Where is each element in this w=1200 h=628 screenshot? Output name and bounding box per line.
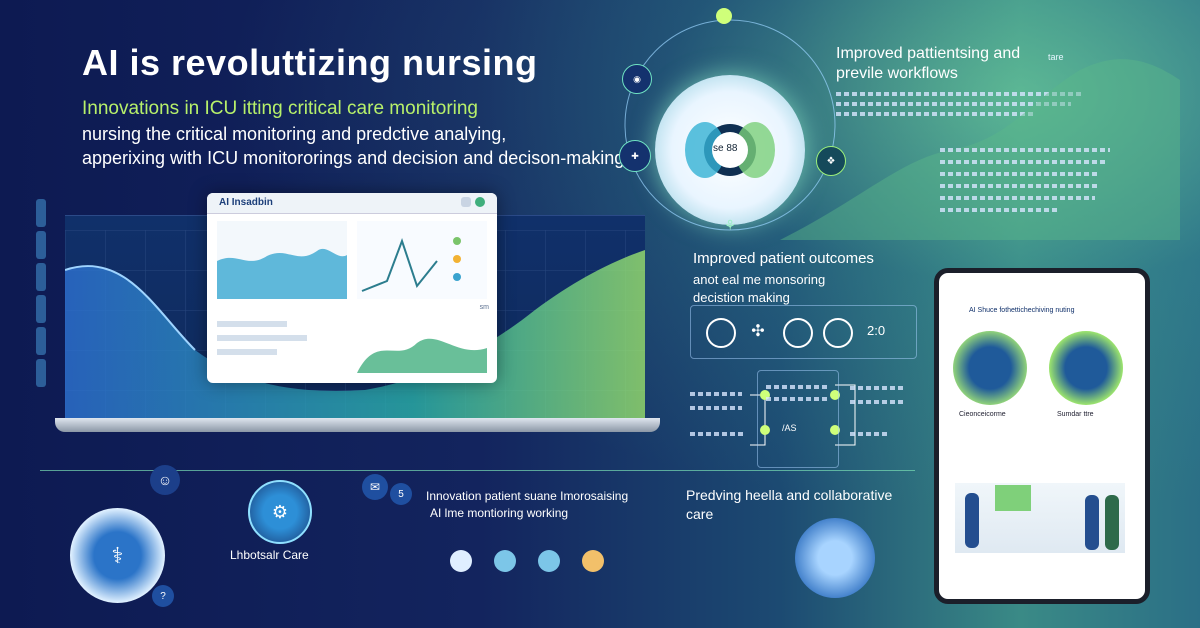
right-badge: tare xyxy=(1048,52,1064,62)
status-list xyxy=(217,313,347,373)
bottom-icon-row xyxy=(450,550,604,572)
outcome-icons-box: ✣ 2:0 xyxy=(690,305,917,359)
window-titlebar xyxy=(207,193,497,214)
care-label: Lhbotsalr Care xyxy=(230,548,309,562)
laptop-base xyxy=(55,418,660,432)
phone-card-right-label: Sumdar ttre xyxy=(1057,411,1094,418)
stethoscope-icon[interactable]: ✚ xyxy=(619,140,651,172)
scan-icon[interactable] xyxy=(823,318,853,348)
hub-center-text: se 88 xyxy=(713,143,738,154)
subtitle-line-2: nursing the critical monitoring and pred… xyxy=(82,124,507,144)
center-flow-card: /AS xyxy=(757,370,839,468)
text-placeholder-lines xyxy=(850,386,905,390)
plant-icon: ⚘ xyxy=(723,216,737,233)
leaf-icon[interactable]: ❖ xyxy=(816,146,846,176)
astronaut-nurse-icon xyxy=(795,518,875,598)
number-badge-icon: 5 xyxy=(390,483,412,505)
text-placeholder-lines xyxy=(940,160,1105,164)
page-title: AI is revoluttizing nursing xyxy=(82,42,538,83)
heart-monitor-icon[interactable] xyxy=(706,318,736,348)
nurse-icon[interactable] xyxy=(582,550,604,572)
central-hub-icon: se 88 xyxy=(655,75,805,225)
flow-card-value: /AS xyxy=(782,423,797,433)
text-placeholder-lines xyxy=(690,432,745,436)
text-placeholder-lines xyxy=(940,148,1110,152)
robot-monitor-icon[interactable] xyxy=(953,331,1027,405)
section-divider xyxy=(40,470,915,471)
team-icon[interactable] xyxy=(494,550,516,572)
subtitle-line-1: Innovations in ICU itting critical care … xyxy=(82,98,479,119)
nurse-avatar-icon[interactable]: ☺ xyxy=(150,465,180,495)
panel-value: sm xyxy=(479,304,489,311)
text-placeholder-lines xyxy=(690,392,742,396)
text-placeholder-lines xyxy=(940,208,1060,212)
orbit-dot-icon xyxy=(716,8,732,24)
dashboard-window: AI Insadbin sm xyxy=(207,193,497,383)
text-placeholder-lines xyxy=(850,432,890,436)
phone-card-left-label: Cieonceicorme xyxy=(959,411,1006,418)
bottom-heading-2: AI lme montioring working xyxy=(430,506,569,520)
outcomes-line-1: anot eal me monsoring xyxy=(693,272,826,287)
outcome-extra-value: 2:0 xyxy=(867,323,886,338)
text-placeholder-lines xyxy=(690,406,742,410)
flow-connectors xyxy=(750,384,856,446)
window-controls[interactable] xyxy=(461,197,489,209)
ai-doctor-icon[interactable]: ⚙ xyxy=(248,480,312,544)
text-placeholder-lines xyxy=(850,400,905,404)
text-placeholder-lines xyxy=(940,184,1100,188)
phone-header-text: AI Shuce fothettichechiving nuting xyxy=(969,307,1075,314)
collab-heading-1: Predving heella and collaborative xyxy=(686,487,893,503)
right-heading-line-2: previle workflows xyxy=(836,65,958,82)
bottom-heading-1: Innovation patient suane Imorosaising xyxy=(426,489,629,503)
healthcare-ai-icon[interactable]: ⚕ xyxy=(70,508,165,603)
phone-mockup: AI Shuce fothettichechiving nuting Cieon… xyxy=(934,268,1150,604)
collab-heading-2: care xyxy=(686,506,714,522)
text-placeholder-lines xyxy=(836,102,1071,106)
text-placeholder-lines xyxy=(940,196,1095,200)
outcomes-title: Improved patient outcomes xyxy=(693,250,874,267)
text-placeholder-lines xyxy=(940,172,1100,176)
outcomes-line-2: decistion making xyxy=(693,290,790,305)
device-icon[interactable] xyxy=(783,318,813,348)
fan-device-icon[interactable] xyxy=(1049,331,1123,405)
nurses-illustration xyxy=(955,483,1125,553)
chat-icon[interactable]: ✉ xyxy=(362,474,388,500)
text-placeholder-lines xyxy=(836,112,1036,116)
area-chart xyxy=(357,338,487,373)
ecg-chart xyxy=(217,221,347,299)
badge-number: 5 xyxy=(398,488,404,500)
help-icon[interactable]: ? xyxy=(152,585,174,607)
left-indicator-bars xyxy=(20,195,62,430)
fan-icon[interactable]: ✣ xyxy=(751,323,765,340)
subtitle-line-3: apperixing with ICU monitororings and de… xyxy=(82,148,625,168)
window-title: AI Insadbin xyxy=(219,197,273,208)
text-placeholder-lines xyxy=(836,92,1081,96)
patient-icon[interactable] xyxy=(538,550,560,572)
trend-chart xyxy=(357,221,487,299)
lung-icon[interactable]: ◉ xyxy=(622,64,652,94)
right-heading-line-1: Improved pattientsing and xyxy=(836,45,1021,62)
clipboard-icon[interactable] xyxy=(450,550,472,572)
